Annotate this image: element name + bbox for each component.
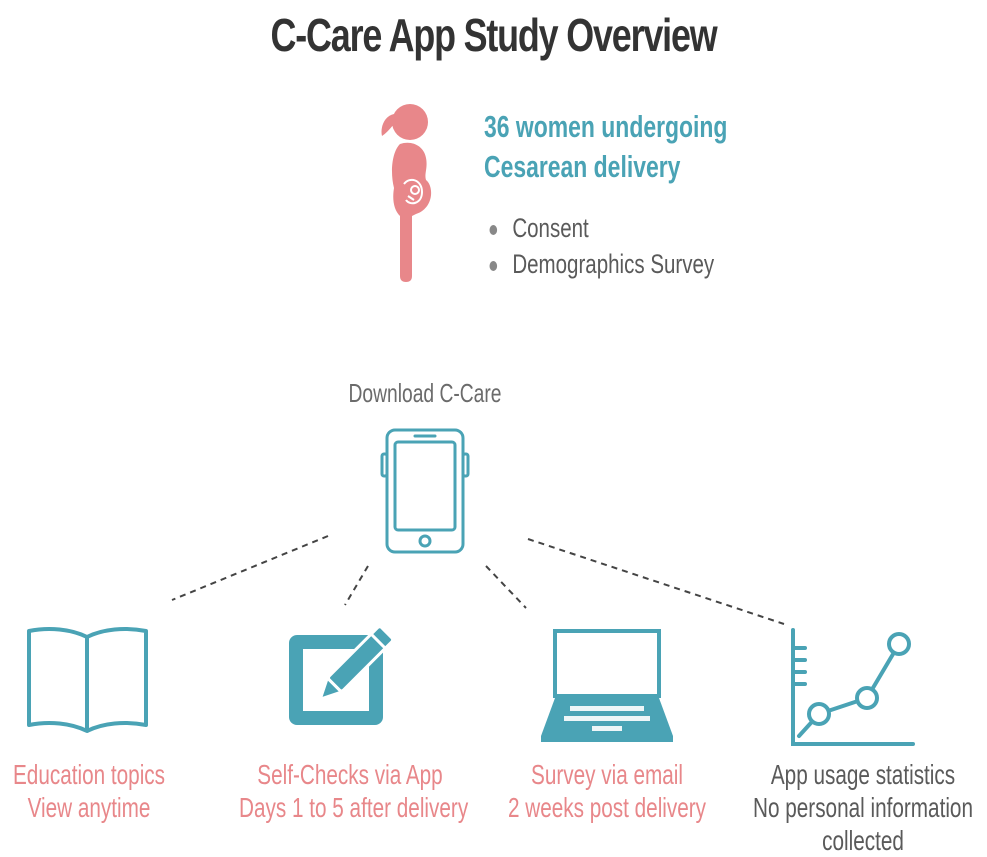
caption-self-checks-line-1: Self-Checks via App	[257, 759, 443, 790]
caption-survey-line-1: Survey via email	[530, 759, 684, 790]
caption-usage-line-1: App usage statistics	[770, 759, 956, 790]
download-label: Download C-Care	[348, 378, 502, 408]
connector-survey	[485, 565, 527, 609]
caption-survey-line-2: 2 weeks post delivery	[507, 792, 707, 823]
caption-survey: Survey via email 2 weeks post delivery	[496, 758, 718, 824]
pregnant-woman-icon	[381, 104, 432, 282]
pencil-pad-icon	[289, 625, 395, 725]
line-graph-icon	[791, 628, 915, 746]
caption-self-checks-line-2: Days 1 to 5 after delivery	[239, 792, 469, 823]
caption-usage-line-3: collected	[822, 825, 904, 856]
smartphone-icon	[380, 428, 470, 554]
participants-line-1: 36 women undergoing	[484, 109, 728, 144]
connector-self-checks	[344, 565, 369, 606]
connector-usage	[527, 538, 785, 625]
laptop-icon	[541, 629, 673, 742]
caption-usage: App usage statistics No personal informa…	[752, 758, 974, 857]
caption-education-line-1: Education topics	[12, 759, 166, 790]
connector-education	[171, 535, 329, 601]
participant-steps-list: Consent Demographics Survey	[488, 210, 786, 282]
open-book-icon	[27, 627, 148, 733]
bullet-consent: Consent	[488, 210, 714, 246]
caption-education: Education topics View anytime	[0, 758, 200, 824]
bullet-demographics-survey: Demographics Survey	[488, 246, 714, 282]
caption-education-line-2: View anytime	[27, 792, 151, 823]
participants-line-2: Cesarean delivery	[484, 149, 681, 184]
caption-usage-line-2: No personal information	[753, 792, 973, 823]
page-title: C-Care App Study Overview	[270, 9, 718, 61]
caption-self-checks: Self-Checks via App Days 1 to 5 after de…	[239, 758, 469, 824]
